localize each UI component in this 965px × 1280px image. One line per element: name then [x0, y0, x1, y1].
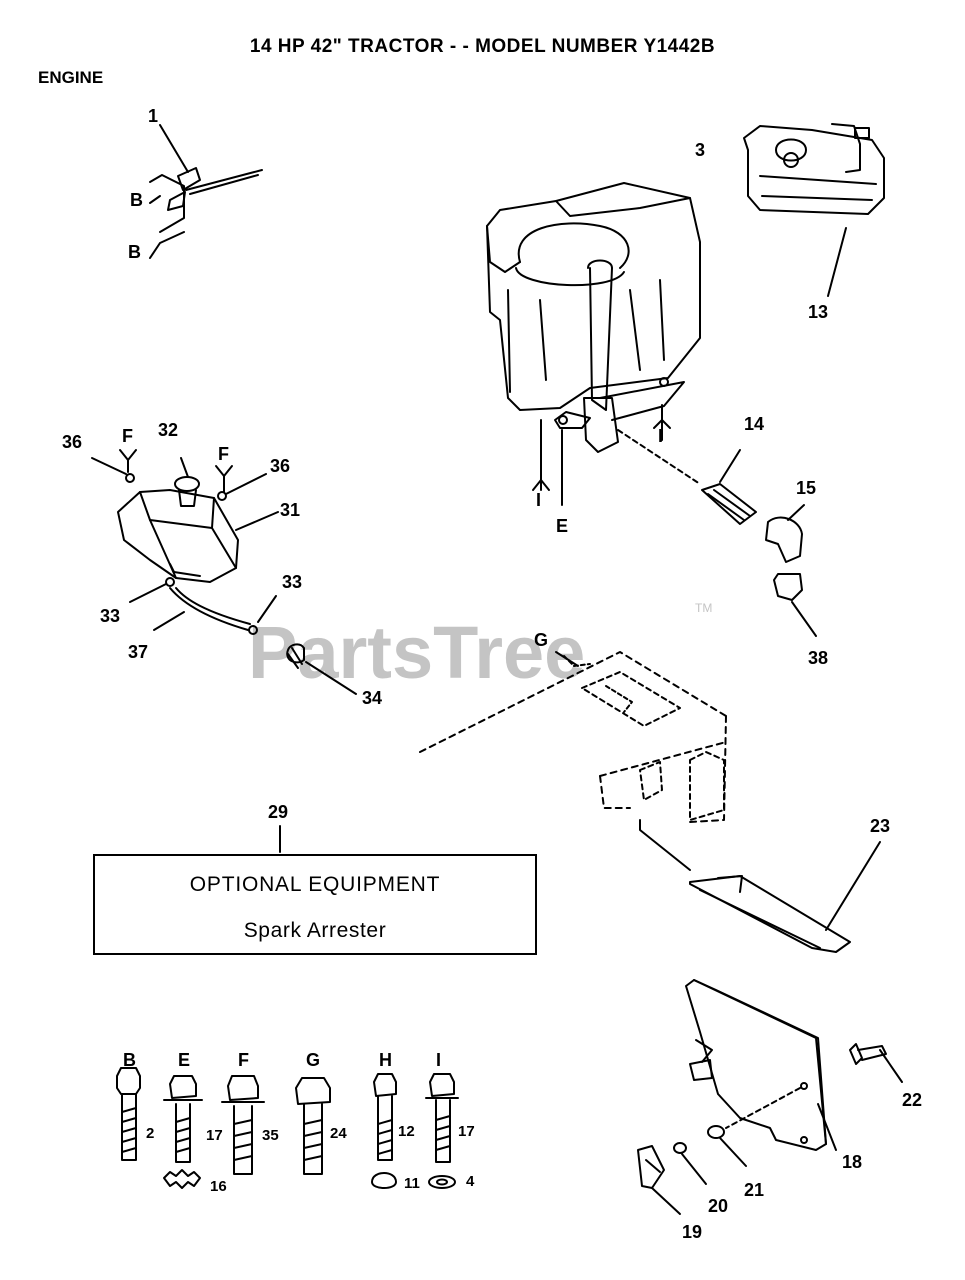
- hardware-set: [116, 1067, 459, 1189]
- hardware-part-12: 12: [398, 1123, 415, 1140]
- hardware-part-2: 2: [146, 1125, 154, 1142]
- section-label: ENGINE: [38, 68, 104, 87]
- hardware-letter-b: B: [123, 1050, 136, 1070]
- fuel-tank-part: [91, 449, 357, 695]
- callout-21: 21: [744, 1180, 764, 1200]
- hardware-part-35: 35: [262, 1127, 279, 1144]
- optional-equipment-item: Spark Arrester: [243, 919, 387, 942]
- callout-34: 34: [362, 688, 382, 708]
- callout-32: 32: [158, 420, 178, 440]
- callout-31: 31: [280, 500, 300, 520]
- hardware-washer-16: 16: [210, 1178, 227, 1195]
- callout-14: 14: [744, 414, 764, 434]
- throttle-control-part: [149, 124, 263, 259]
- hardware-letter-h: H: [379, 1050, 392, 1070]
- ref-letter-i-left: I: [536, 490, 541, 510]
- frame-outline-part: [419, 651, 881, 953]
- callout-37: 37: [128, 642, 148, 662]
- callout-18: 18: [842, 1152, 862, 1172]
- callout-33-left: 33: [100, 606, 120, 626]
- hardware-part-17-i: 17: [458, 1123, 475, 1140]
- ref-letter-f-left: F: [122, 426, 133, 446]
- callout-19: 19: [682, 1222, 702, 1242]
- optional-equipment-heading: OPTIONAL EQUIPMENT: [189, 873, 441, 896]
- page-title: 14 HP 42" TRACTOR - - MODEL NUMBER Y1442…: [249, 36, 716, 57]
- watermark-text: PartsTree: [248, 611, 585, 694]
- ref-letter-b-upper: B: [130, 190, 143, 210]
- muffler-part: [743, 123, 885, 297]
- callout-23: 23: [870, 816, 890, 836]
- callout-3: 3: [695, 140, 705, 160]
- hardware-washer-4: 4: [466, 1173, 475, 1190]
- mounting-bracket-part: [637, 979, 903, 1215]
- callout-29: 29: [268, 802, 288, 822]
- ref-letter-i-right: I: [658, 426, 663, 446]
- callout-36-left: 36: [62, 432, 82, 452]
- hardware-part-17-e: 17: [206, 1127, 223, 1144]
- hardware-letter-i: I: [436, 1050, 441, 1070]
- exhaust-pipe-part: [617, 429, 817, 637]
- engine-part: [486, 182, 701, 506]
- ref-letter-g: G: [534, 630, 548, 650]
- ref-letter-b-lower: B: [128, 242, 141, 262]
- callout-1: 1: [148, 106, 158, 126]
- callout-20: 20: [708, 1196, 728, 1216]
- callout-38: 38: [808, 648, 828, 668]
- callout-13: 13: [808, 302, 828, 322]
- optional-equipment-box: OPTIONAL EQUIPMENT Spark Arrester: [93, 854, 537, 955]
- hardware-washer-11: 11: [404, 1175, 420, 1192]
- hardware-letter-g: G: [306, 1050, 320, 1070]
- callout-36-right: 36: [270, 456, 290, 476]
- hardware-letter-f: F: [238, 1050, 249, 1070]
- hardware-part-24: 24: [330, 1125, 347, 1142]
- callout-15: 15: [796, 478, 816, 498]
- ref-letter-e: E: [556, 516, 568, 536]
- callout-33-right: 33: [282, 572, 302, 592]
- watermark-tm: TM: [695, 601, 712, 615]
- hardware-letter-e: E: [178, 1050, 190, 1070]
- callout-22: 22: [902, 1090, 922, 1110]
- ref-letter-f-right: F: [218, 444, 229, 464]
